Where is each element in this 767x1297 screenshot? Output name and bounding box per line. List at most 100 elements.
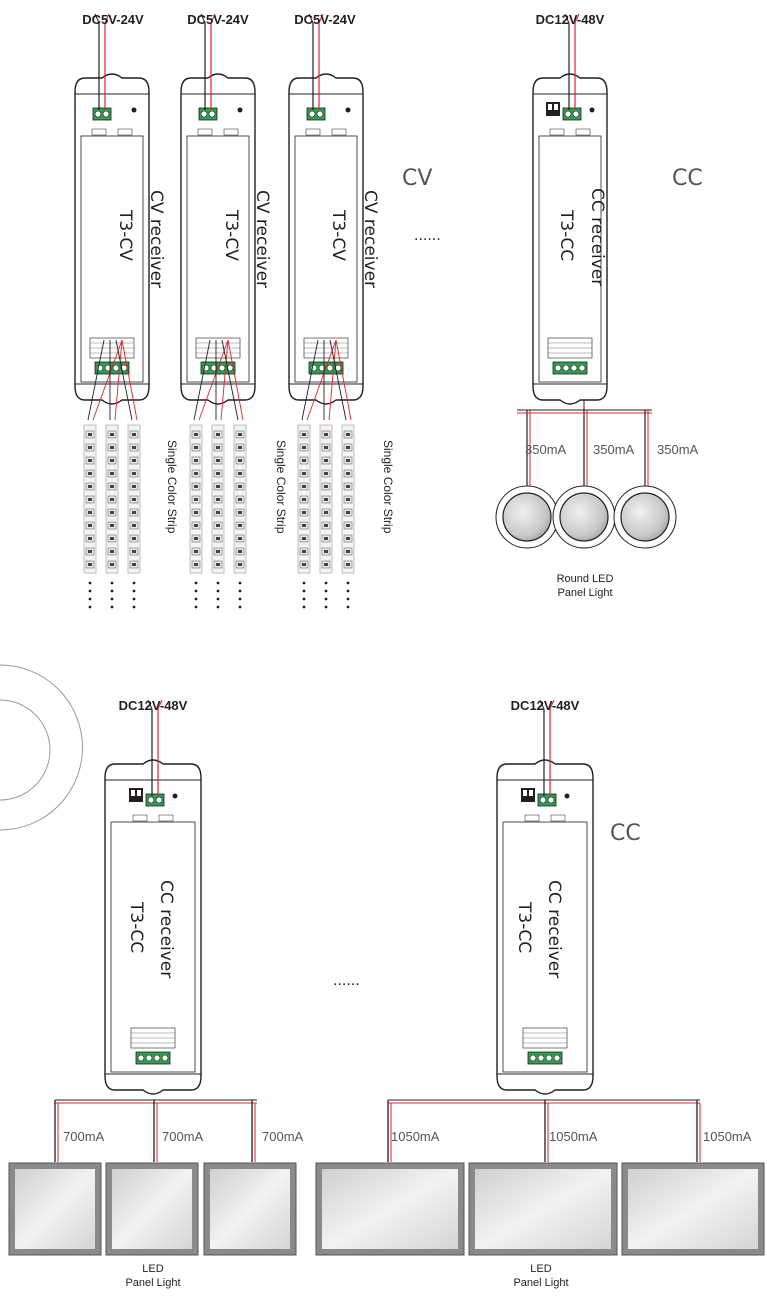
- tiny-box: [305, 128, 321, 136]
- continuation-dot: [324, 605, 328, 609]
- wire-black: [94, 13, 100, 24]
- led-strip-icon: [341, 424, 355, 609]
- continuation-dot: [110, 605, 114, 609]
- led-chip-core: [132, 550, 136, 553]
- receiver-housing: [288, 73, 364, 405]
- led-chip-core: [88, 511, 92, 514]
- dip-key: [554, 104, 558, 110]
- led-chip-core: [132, 433, 136, 436]
- led-strip-icon: [319, 424, 333, 609]
- strip-label-3: Single Color Strip: [381, 440, 395, 534]
- led-chip-core: [216, 550, 220, 553]
- cc-receiver-module-bottom-right: [496, 699, 594, 1095]
- tiny-box: [91, 128, 107, 136]
- led-chip-core: [302, 537, 306, 540]
- led-chip-core: [132, 485, 136, 488]
- led-chip-core: [238, 433, 242, 436]
- screw: [155, 796, 163, 804]
- panel-caption-left-line1: LED: [142, 1263, 163, 1275]
- led-chip-core: [132, 498, 136, 501]
- led-chip-core: [238, 472, 242, 475]
- wire-black: [147, 699, 153, 710]
- cc-receiver-module-bottom-left: [104, 699, 202, 1095]
- led-chip-core: [302, 459, 306, 462]
- led-chip-core: [238, 446, 242, 449]
- screw: [145, 1054, 153, 1062]
- dip-key: [548, 104, 552, 110]
- current-700-1: 700mA: [63, 1129, 105, 1144]
- led-chip-core: [110, 433, 114, 436]
- label-panel: [538, 135, 602, 383]
- voltage-label-cv-1: DC5V-24V: [82, 12, 144, 27]
- continuation-dot: [346, 605, 350, 609]
- strip-wire-black: [301, 339, 319, 421]
- led-chip-core: [132, 511, 136, 514]
- screw: [547, 796, 555, 804]
- led-chip-core: [132, 472, 136, 475]
- led-chip-core: [238, 459, 242, 462]
- led-chip-core: [132, 537, 136, 540]
- screw: [564, 110, 572, 118]
- strip-wire-red: [328, 339, 337, 421]
- wire-black: [200, 13, 206, 24]
- continuation-dot: [216, 589, 220, 593]
- voltage-label-bottom-left: DC12V-48V: [119, 698, 188, 713]
- cc-tag-top: CC: [672, 166, 703, 191]
- square-panel-light-icon: [621, 1162, 765, 1256]
- cv-tag: CV: [402, 166, 432, 191]
- led-chip-core: [302, 498, 306, 501]
- led-chip-core: [324, 563, 328, 566]
- led-chip-core: [194, 537, 198, 540]
- round-current-3: 350mA: [657, 442, 699, 457]
- continuation-dot: [216, 605, 220, 609]
- continuation-dot: [194, 581, 198, 585]
- led-chip-core: [302, 433, 306, 436]
- led-chip-core: [88, 433, 92, 436]
- wire-black: [308, 13, 314, 24]
- led-strip-icon: [105, 424, 119, 609]
- screw: [316, 110, 324, 118]
- led-chip-core: [216, 563, 220, 566]
- continuation-dot: [324, 581, 328, 585]
- screw: [112, 364, 120, 372]
- screw: [104, 364, 112, 372]
- led-chip-core: [238, 563, 242, 566]
- panel-surface: [112, 1169, 192, 1249]
- led-chip-core: [216, 511, 220, 514]
- panel-surface: [628, 1169, 758, 1249]
- dip-key: [523, 790, 527, 796]
- led-chip-core: [346, 433, 350, 436]
- led-chip-core: [88, 550, 92, 553]
- pair-button-icon: [131, 107, 137, 113]
- continuation-dot: [132, 597, 136, 601]
- current-700-2: 700mA: [162, 1129, 204, 1144]
- round-inner: [502, 492, 552, 542]
- strip-label-2: Single Color Strip: [274, 440, 288, 534]
- dip-key: [131, 790, 135, 796]
- strip-wire-black: [115, 339, 133, 421]
- continuation-dot: [302, 589, 306, 593]
- led-chip-core: [110, 472, 114, 475]
- cc-receiver-name-bottom-left: CC receiver: [156, 880, 176, 978]
- cv-receiver-name-2: CV receiver: [252, 190, 272, 288]
- wire-red: [549, 699, 555, 710]
- tiny-box: [524, 814, 540, 822]
- cv-receiver-name-3: CV receiver: [360, 190, 380, 288]
- continuation-dot: [88, 597, 92, 601]
- round-current-1: 350mA: [525, 442, 567, 457]
- led-chip-core: [216, 485, 220, 488]
- continuation-dot: [88, 589, 92, 593]
- cv-receiver-name-1: CV receiver: [146, 190, 166, 288]
- continuation-dot: [88, 581, 92, 585]
- screw: [147, 796, 155, 804]
- wire-red: [210, 13, 216, 24]
- output-terminal: [552, 361, 588, 375]
- led-chip-core: [238, 485, 242, 488]
- led-chip-core: [238, 498, 242, 501]
- wire-red: [104, 13, 110, 24]
- led-chip-core: [216, 472, 220, 475]
- screw: [318, 364, 326, 372]
- label-panel: [80, 135, 144, 383]
- tiny-box: [117, 128, 133, 136]
- receiver-housing: [532, 73, 608, 405]
